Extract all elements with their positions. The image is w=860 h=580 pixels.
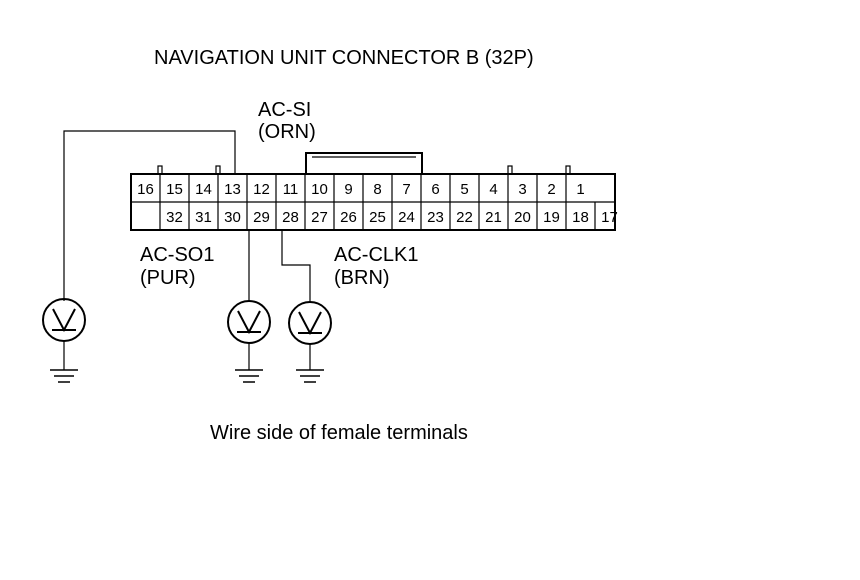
pin-bottom-24: 24: [398, 209, 415, 226]
pin-top-6: 6: [431, 181, 439, 198]
pin-bottom-17: 17: [601, 209, 618, 226]
pin-top-16: 16: [137, 181, 154, 198]
signal-label-ac-clk1: AC-CLK1 (BRN): [334, 244, 418, 289]
signal-color-ac-so1: (PUR): [140, 267, 196, 289]
signal-name-ac-so1: AC-SO1: [140, 244, 214, 266]
ground-icon: [296, 369, 324, 383]
pin-top-14: 14: [195, 181, 212, 198]
pin-top-13: 13: [224, 181, 241, 198]
pin-top-5: 5: [460, 181, 468, 198]
pin-top-7: 7: [402, 181, 410, 198]
voltmeter-icon: [227, 300, 271, 370]
signal-name-ac-si: AC-SI: [258, 99, 311, 121]
ground-icon: [50, 369, 78, 383]
signal-color-ac-si: (ORN): [258, 121, 316, 143]
pin-bottom-29: 29: [253, 209, 270, 226]
signal-label-ac-si: AC-SI (ORN): [258, 99, 316, 143]
key-notch: [507, 165, 513, 175]
signal-label-ac-so1: AC-SO1 (PUR): [140, 244, 214, 289]
pin-bottom-20: 20: [514, 209, 531, 226]
pin-top-3: 3: [518, 181, 526, 198]
pin-bottom-31: 31: [195, 209, 212, 226]
ground-icon: [235, 369, 263, 383]
diagram-title: NAVIGATION UNIT CONNECTOR B (32P): [154, 47, 534, 69]
pin-top-1: 1: [576, 181, 584, 198]
pin-bottom-32: 32: [166, 209, 183, 226]
pin-bottom-25: 25: [369, 209, 386, 226]
pin-bottom-19: 19: [543, 209, 560, 226]
wire-ac-si: [63, 130, 236, 301]
pin-bottom-27: 27: [311, 209, 328, 226]
voltmeter-icon: [42, 298, 86, 370]
pin-top-9: 9: [344, 181, 352, 198]
voltmeter-icon: [288, 301, 332, 370]
pin-top-15: 15: [166, 181, 183, 198]
cell-dividers: [159, 174, 596, 230]
wires: [63, 130, 311, 303]
pin-top-12: 12: [253, 181, 270, 198]
lock-tab: [305, 152, 423, 174]
pin-bottom-28: 28: [282, 209, 299, 226]
key-notch: [215, 165, 221, 175]
pin-top-11: 11: [283, 181, 299, 198]
pin-top-4: 4: [489, 181, 497, 198]
pin-bottom-30: 30: [224, 209, 241, 226]
pin-bottom-23: 23: [427, 209, 444, 226]
diagram-caption: Wire side of female terminals: [210, 422, 468, 444]
pin-bottom-18: 18: [572, 209, 589, 226]
key-notch: [157, 165, 163, 175]
signal-name-ac-clk1: AC-CLK1: [334, 244, 418, 266]
pin-top-2: 2: [547, 181, 555, 198]
wire-ac-clk1: [281, 230, 311, 303]
pin-bottom-21: 21: [485, 209, 502, 226]
pin-top-8: 8: [373, 181, 381, 198]
signal-color-ac-clk1: (BRN): [334, 267, 390, 289]
pin-bottom-26: 26: [340, 209, 357, 226]
pin-bottom-22: 22: [456, 209, 473, 226]
key-notch: [565, 165, 571, 175]
pin-top-10: 10: [311, 181, 328, 198]
